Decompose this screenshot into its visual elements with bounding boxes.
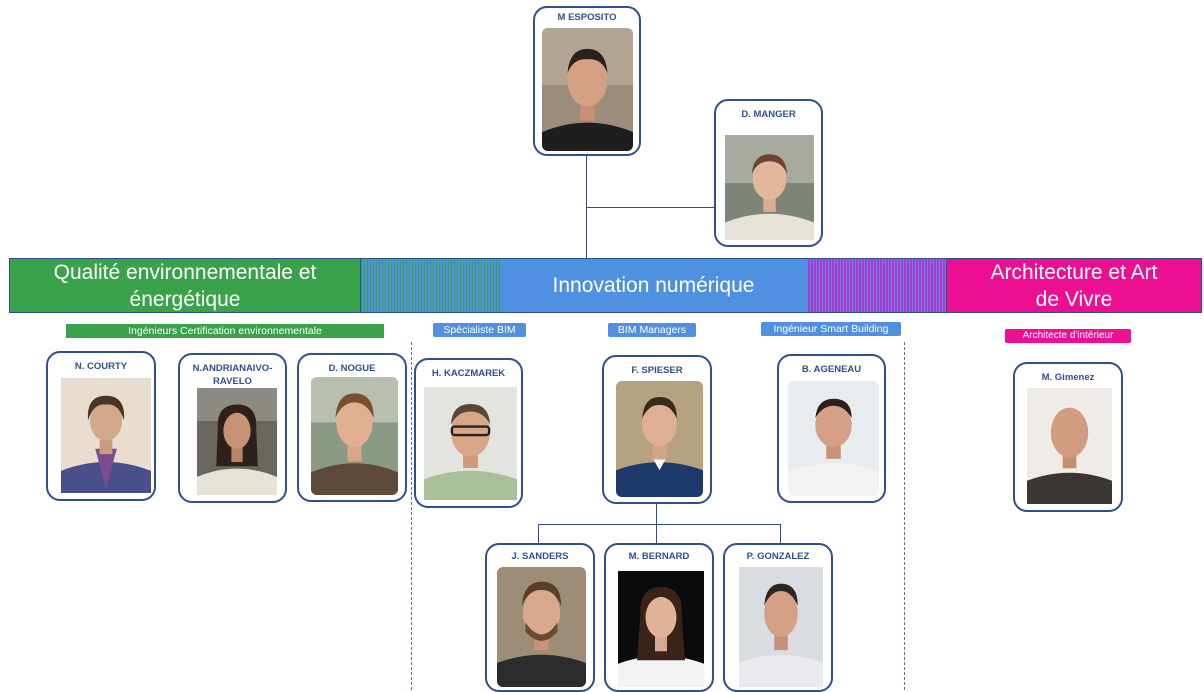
photo-assistant [725,135,814,240]
person-name-line2: RAVELO [213,376,252,387]
photo-nogue [311,377,398,495]
person-name: F. SPIESER [631,365,683,376]
band-innovation: Innovation numérique [500,258,807,313]
person-name: M. Gimenez [1041,372,1095,383]
person-name: H. KACZMAREK [431,368,506,379]
photo-spieser [616,381,703,497]
band-quality-title: Qualité environnementale et énergétique [53,260,317,311]
photo-bernard [618,571,704,687]
connector-bim-vertical [656,502,657,524]
card-gimenez: M. Gimenez [1013,362,1123,512]
person-name: D. MANGER [741,109,796,120]
divider-left [411,342,412,690]
label-bim-specialist: Spécialiste BIM [433,323,526,337]
card-spieser: F. SPIESER [602,355,712,504]
band-architecture-title: Architecture et Art de Vivre [990,260,1158,311]
person-name: D. NOGUE [328,363,376,374]
connector-bernard [656,524,657,544]
band-architecture: Architecture et Art de Vivre [946,258,1202,313]
card-courty: N. COURTY [46,351,156,501]
card-nogue: D. NOGUE [297,353,407,502]
label-bim-managers: BIM Managers [608,323,696,337]
person-name: B. AGENEAU [801,364,862,375]
connector-assistant-horizontal [586,207,716,208]
person-name: P. GONZALEZ [746,551,810,562]
photo-gonzalez [739,567,823,687]
divider-right [904,342,905,690]
person-name: J. SANDERS [511,551,569,562]
card-director: M ESPOSITO [533,6,641,156]
person-name: M ESPOSITO [557,12,617,23]
card-sanders: J. SANDERS [485,543,595,692]
band-innovation-title: Innovation numérique [552,274,755,297]
card-ageneau: B. AGENEAU [777,354,886,503]
label-interior-architect: Architecte d'intérieur [1005,329,1131,343]
band-transition-green-blue [361,258,500,313]
connector-director-vertical [586,153,587,258]
person-name: N.ANDRIANAIVO- [192,363,273,374]
connector-bim-horizontal [538,524,781,525]
card-assistant: D. MANGER [714,99,823,247]
label-smart-building: Ingénieur Smart Building [761,322,901,336]
card-andrianaivo: N.ANDRIANAIVO- RAVELO [178,353,287,503]
band-transition-blue-magenta [807,258,946,313]
photo-kaczmarek [424,387,517,500]
person-name: N. COURTY [74,361,128,372]
photo-andrianaivo [197,388,277,495]
card-kaczmarek: H. KACZMAREK [414,358,523,508]
person-name: M. BERNARD [628,551,690,562]
photo-courty [61,378,151,493]
photo-ageneau [788,381,879,496]
card-bernard: M. BERNARD [604,543,714,692]
card-gonzalez: P. GONZALEZ [723,543,833,692]
label-green-team: Ingénieurs Certification environnemental… [66,324,384,338]
band-quality: Qualité environnementale et énergétique [9,258,361,313]
connector-sanders [538,524,539,544]
photo-sanders [497,567,586,687]
connector-gonzalez [780,524,781,544]
photo-gimenez [1027,388,1112,504]
photo-director [542,28,633,151]
